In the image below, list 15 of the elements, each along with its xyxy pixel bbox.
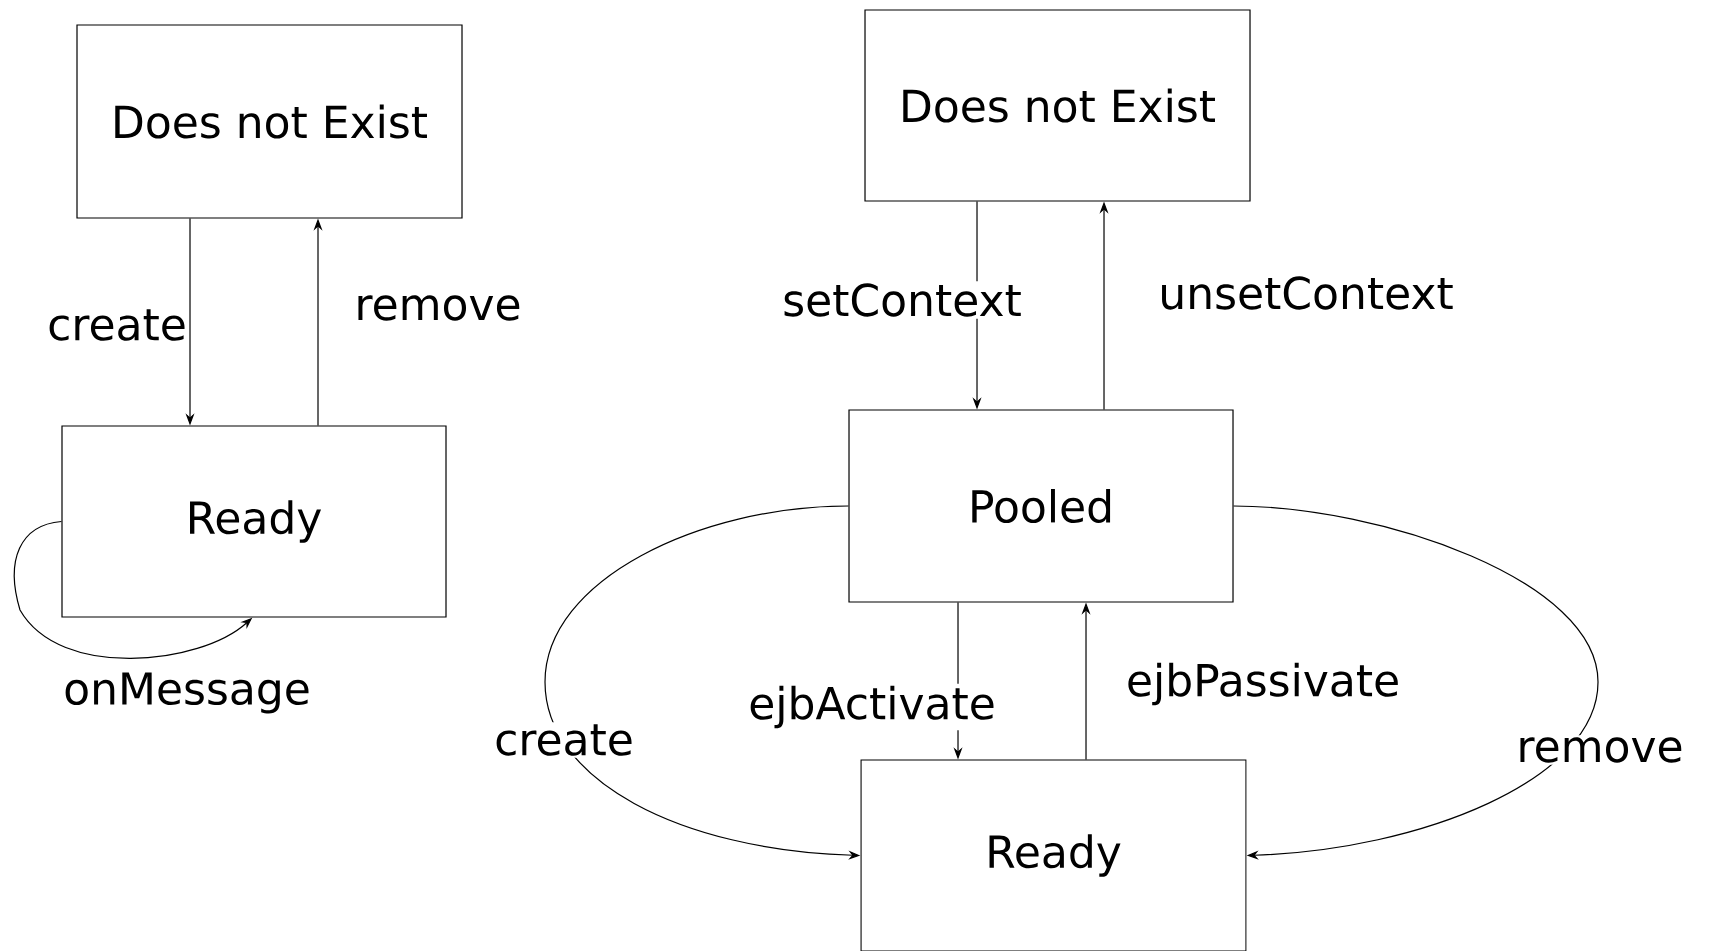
arrow (1233, 505, 1599, 860)
edge-label: ejbActivate (746, 683, 998, 731)
edge-label: remove (1514, 735, 1686, 765)
edge-label: create (45, 307, 189, 343)
edge-label: onMessage (61, 670, 313, 716)
edge-label: remove (352, 293, 524, 323)
edge-label: setContext (780, 281, 1024, 319)
edge-label: unsetContext (1156, 274, 1456, 312)
state-box: Does not Exist (864, 9, 1251, 202)
state-box: Pooled (848, 409, 1234, 603)
state-box: Does not Exist (76, 24, 463, 219)
state-box: Ready (61, 425, 447, 618)
edge-label: create (492, 722, 636, 758)
state-box: Ready (860, 759, 1247, 951)
edge-label: ejbPassivate (1123, 660, 1403, 708)
